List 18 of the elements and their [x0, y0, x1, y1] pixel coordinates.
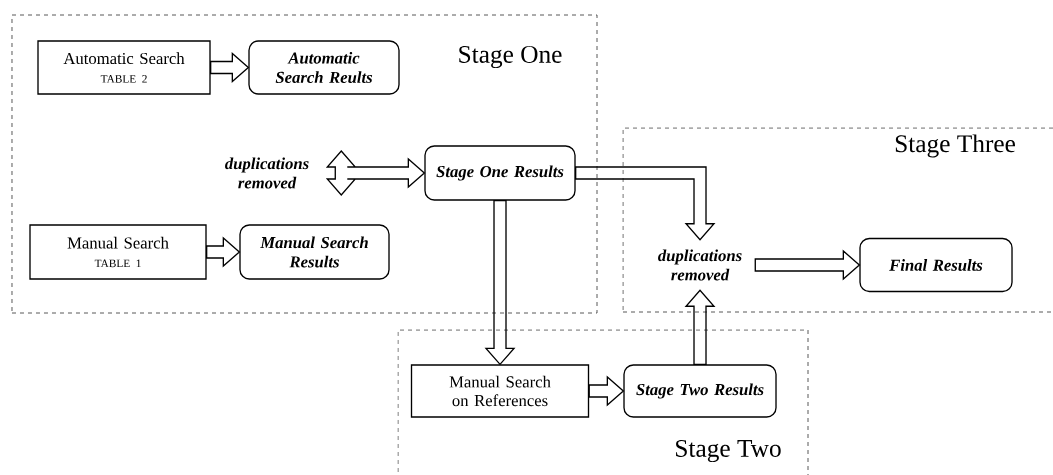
block-arrow — [484, 200, 516, 366]
block-arrow — [684, 289, 716, 365]
result-box: Stage Two Results — [623, 364, 777, 418]
step-label: duplications removed — [658, 249, 742, 281]
process-box: Manual Search TABLE 1 — [29, 224, 207, 280]
result-box: Final Results — [859, 237, 1013, 293]
process-box: Automatic Search TABLE 2 — [37, 40, 211, 95]
process-box: Manual Search on References — [410, 364, 590, 418]
block-arrow — [206, 236, 241, 268]
block-arrow — [754, 249, 861, 281]
result-box: Manual Search Results — [239, 224, 390, 280]
block-arrow — [588, 375, 625, 407]
step-label: duplications removed — [225, 157, 309, 189]
result-box: Automatic Search Reults — [248, 40, 400, 95]
block-arrow — [325, 150, 426, 196]
block-arrow — [575, 166, 716, 241]
block-arrow — [210, 52, 250, 83]
result-box: Stage One Results — [424, 145, 576, 201]
